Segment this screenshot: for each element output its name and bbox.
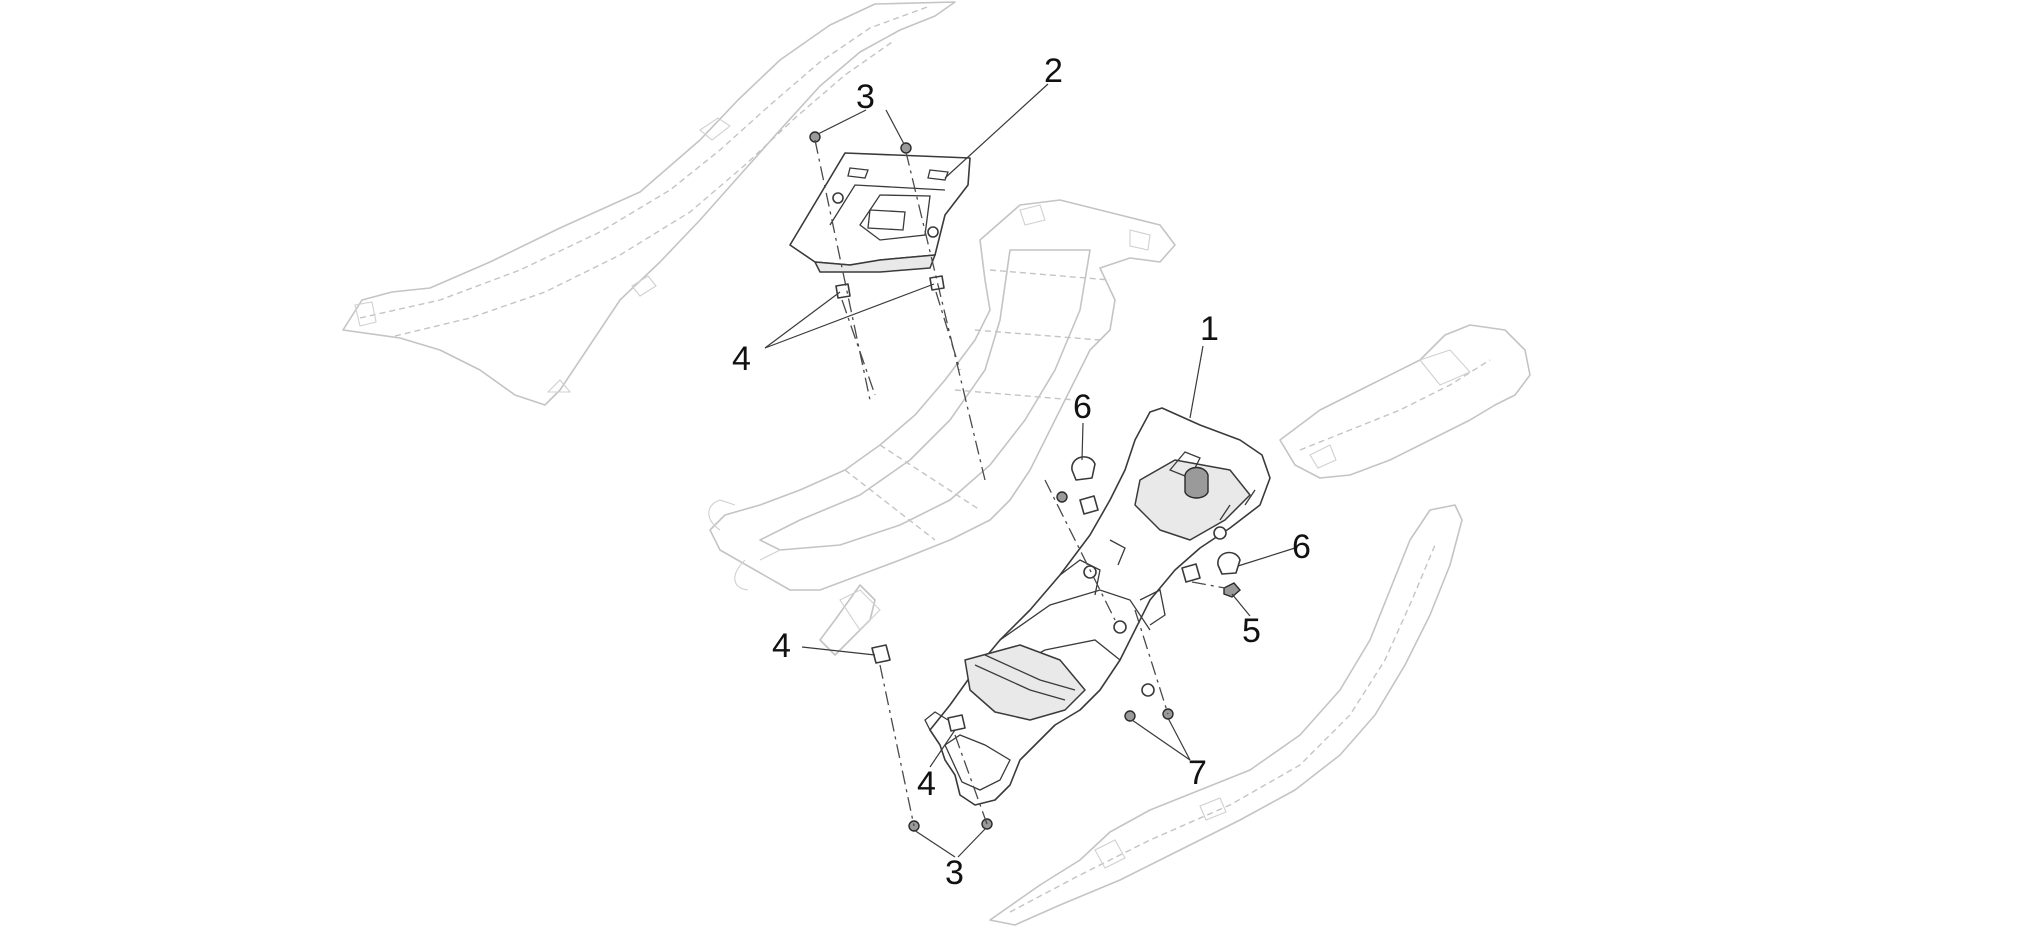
- callout-6-upper: 6: [1073, 388, 1092, 426]
- callout-2: 2: [1044, 52, 1063, 90]
- rear-subframe-outline: [708, 199, 1176, 656]
- assembly-axis-lines: [814, 139, 1226, 827]
- right-side-panel-outline: [989, 504, 1463, 926]
- left-side-panel-outline: [342, 1, 956, 406]
- callout-labels: 1 2 3 3 4 4 4 5 6 6 7: [732, 52, 1311, 892]
- part-4-clip-mounts: [1079, 495, 1201, 583]
- callout-4-left: 4: [772, 627, 791, 665]
- callout-1: 1: [1200, 310, 1219, 348]
- part-6-upper-clip: [1071, 456, 1096, 481]
- part-1-rear-undertray: [924, 407, 1271, 806]
- callout-4-lower: 4: [917, 765, 936, 803]
- part-6-right-clip: [1217, 551, 1241, 575]
- callout-4-upper: 4: [732, 340, 751, 378]
- callout-3-top: 3: [856, 78, 875, 116]
- rear-tail-light-outline: [1279, 324, 1531, 479]
- part-4-clip-lower: [947, 714, 966, 732]
- part-4-clip-upper-left: [835, 283, 851, 299]
- part-5-nut: [1223, 582, 1241, 598]
- callout-7: 7: [1188, 754, 1207, 792]
- part-4-clip-left: [871, 644, 891, 664]
- callout-leader-lines: [764, 83, 1296, 858]
- callout-3-bottom: 3: [945, 854, 964, 892]
- callout-6-right: 6: [1292, 528, 1311, 566]
- part-4-clip-upper-right: [929, 275, 945, 291]
- callout-5: 5: [1242, 612, 1261, 650]
- part-2-tool-tray: [789, 152, 971, 273]
